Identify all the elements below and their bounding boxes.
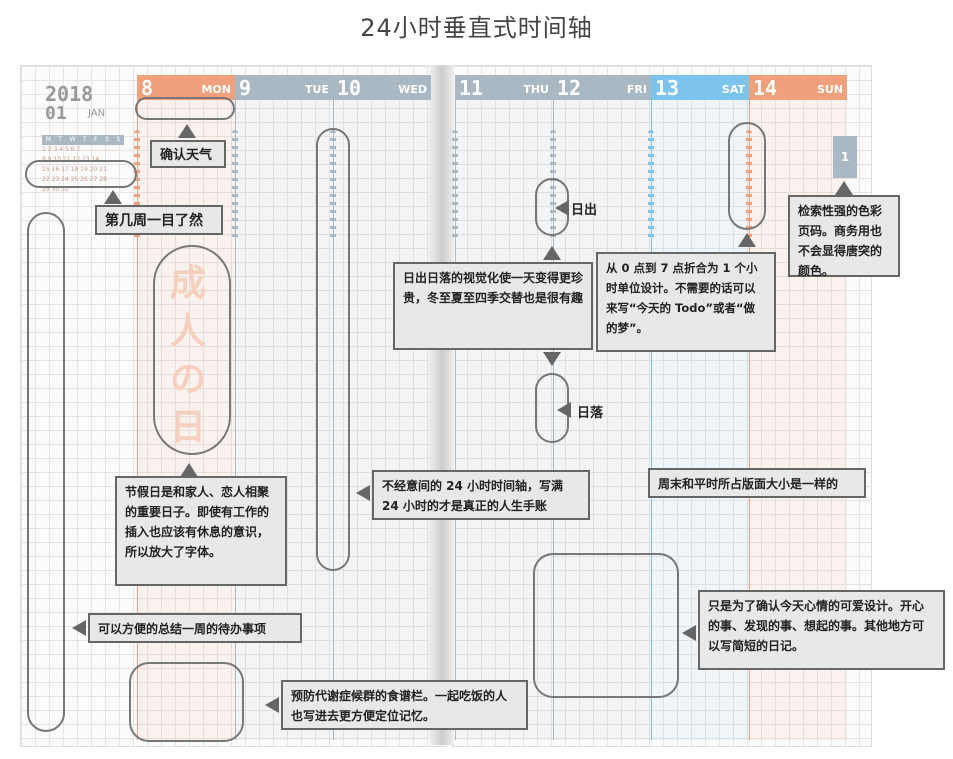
sun-chain-icon xyxy=(452,130,458,240)
weather-callout: 确认天气 xyxy=(150,140,226,168)
day-header: 9 TUE xyxy=(235,75,333,100)
sun-visual-callout: 日出日落的视觉化使一天变得更珍贵，冬至夏至四季交替也是很有趣 xyxy=(393,262,593,350)
day-header: 8 MON xyxy=(137,75,235,100)
sun-chain-icon xyxy=(134,130,140,240)
day-header: 11 THU xyxy=(455,75,553,100)
sunrise-label: 日出 xyxy=(571,203,598,218)
day-number: 13 xyxy=(655,76,680,100)
pointer-icon xyxy=(104,190,122,204)
pointer-icon xyxy=(555,200,569,216)
mini-cal-week: 1 2 3 4 5 6 7 xyxy=(42,146,81,153)
meal-callout: 预防代谢症候群的食谱栏。一起吃饭的人也写进去更方便定位记忆。 xyxy=(281,680,528,730)
mini-cal-weekday: M xyxy=(45,136,51,143)
sun-chain-icon xyxy=(330,130,336,240)
day-name: WED xyxy=(398,83,427,96)
pointer-icon xyxy=(72,620,86,636)
day-number: 10 xyxy=(337,76,362,100)
pointer-icon xyxy=(178,124,196,138)
sunset-label: 日落 xyxy=(577,406,604,421)
pointer-icon xyxy=(557,402,571,418)
todo-oval xyxy=(27,212,65,732)
weekend-callout: 周末和平时所占版面大小是一样的 xyxy=(648,468,866,498)
mini-cal-weekday: S xyxy=(105,136,109,143)
hours-oval xyxy=(728,122,766,230)
mini-cal-weekday: T xyxy=(82,136,87,143)
weather-oval xyxy=(135,97,235,120)
hours-callout: 从 0 点到 7 点折合为 1 个小时单位设计。不需要的话可以来写“今天的 To… xyxy=(596,252,776,352)
day-header: 12 FRI xyxy=(553,75,651,100)
day-name: MON xyxy=(201,83,231,96)
day-name: FRI xyxy=(626,83,647,96)
pointer-icon xyxy=(835,181,853,195)
timeline-oval xyxy=(316,128,350,571)
mini-cal-week: 8 9 10 11 12 13 14 xyxy=(42,156,100,163)
day-header: 10 WED xyxy=(333,75,431,100)
week-oval xyxy=(25,160,137,188)
day-header: 14 SUN xyxy=(749,75,847,100)
holiday-oval xyxy=(153,245,231,455)
mini-cal-week: 29 30 31 xyxy=(42,186,69,193)
pointer-icon xyxy=(180,463,198,477)
pointer-icon xyxy=(356,485,370,501)
day-tint xyxy=(553,100,651,740)
spine xyxy=(430,65,454,745)
pointer-icon xyxy=(738,233,756,247)
pointer-icon xyxy=(682,625,696,641)
year: 2018 xyxy=(45,82,94,106)
day-number: 14 xyxy=(753,76,778,100)
day-name: THU xyxy=(523,83,549,96)
sun-chain-icon xyxy=(746,130,752,240)
page-tab-callout: 检索性强的色彩页码。商务用也不会显得唐突的颜色。 xyxy=(788,195,900,278)
page-title: 24小时垂直式时间轴 xyxy=(360,14,593,42)
day-column-fri[interactable]: 12 FRI xyxy=(550,75,651,740)
day-number: 9 xyxy=(239,76,252,100)
mini-cal-week: 22 23 24 25 26 27 28 xyxy=(42,176,107,183)
pointer-icon xyxy=(265,697,279,713)
sun-chain-icon xyxy=(648,130,654,240)
mini-cal-weekday: W xyxy=(69,136,76,143)
pointer-icon xyxy=(543,246,561,260)
mini-cal-weekday: S xyxy=(116,136,121,143)
holiday-callout: 节假日是和家人、恋人相聚的重要日子。即使有工作的插入也应该有休息的意识，所以放大… xyxy=(115,476,287,586)
mini-cal-weekday: F xyxy=(94,136,98,143)
mini-cal-week: 15 16 17 18 19 20 21 xyxy=(42,166,107,173)
day-name: TUE xyxy=(305,83,329,96)
timeline-callout: 不经意间的 24 小时时间轴，写满 24 小时的才是真正的人生手账 xyxy=(372,470,590,520)
page-tab[interactable]: 1 xyxy=(833,136,857,178)
month-number: 01 xyxy=(45,103,67,124)
day-header: 13 SAT xyxy=(651,75,749,100)
mini-cal-weekday: T xyxy=(58,136,63,143)
mood-oval xyxy=(533,553,679,698)
sun-chain-icon xyxy=(232,130,238,240)
meal-oval xyxy=(129,662,244,742)
day-number: 11 xyxy=(459,76,484,100)
day-number: 12 xyxy=(557,76,582,100)
todo-callout: 可以方便的总结一周的待办事项 xyxy=(88,613,302,643)
week-callout: 第几周一目了然 xyxy=(95,205,223,235)
mood-callout: 只是为了确认今天心情的可爱设计。开心的事、发现的事、想起的事。其他地方可以写简短… xyxy=(698,590,945,670)
pointer-icon xyxy=(543,352,561,366)
day-number: 8 xyxy=(141,76,154,100)
day-name: SAT xyxy=(721,83,745,96)
month-name: JAN xyxy=(88,108,106,119)
day-name: SUN xyxy=(816,83,843,96)
